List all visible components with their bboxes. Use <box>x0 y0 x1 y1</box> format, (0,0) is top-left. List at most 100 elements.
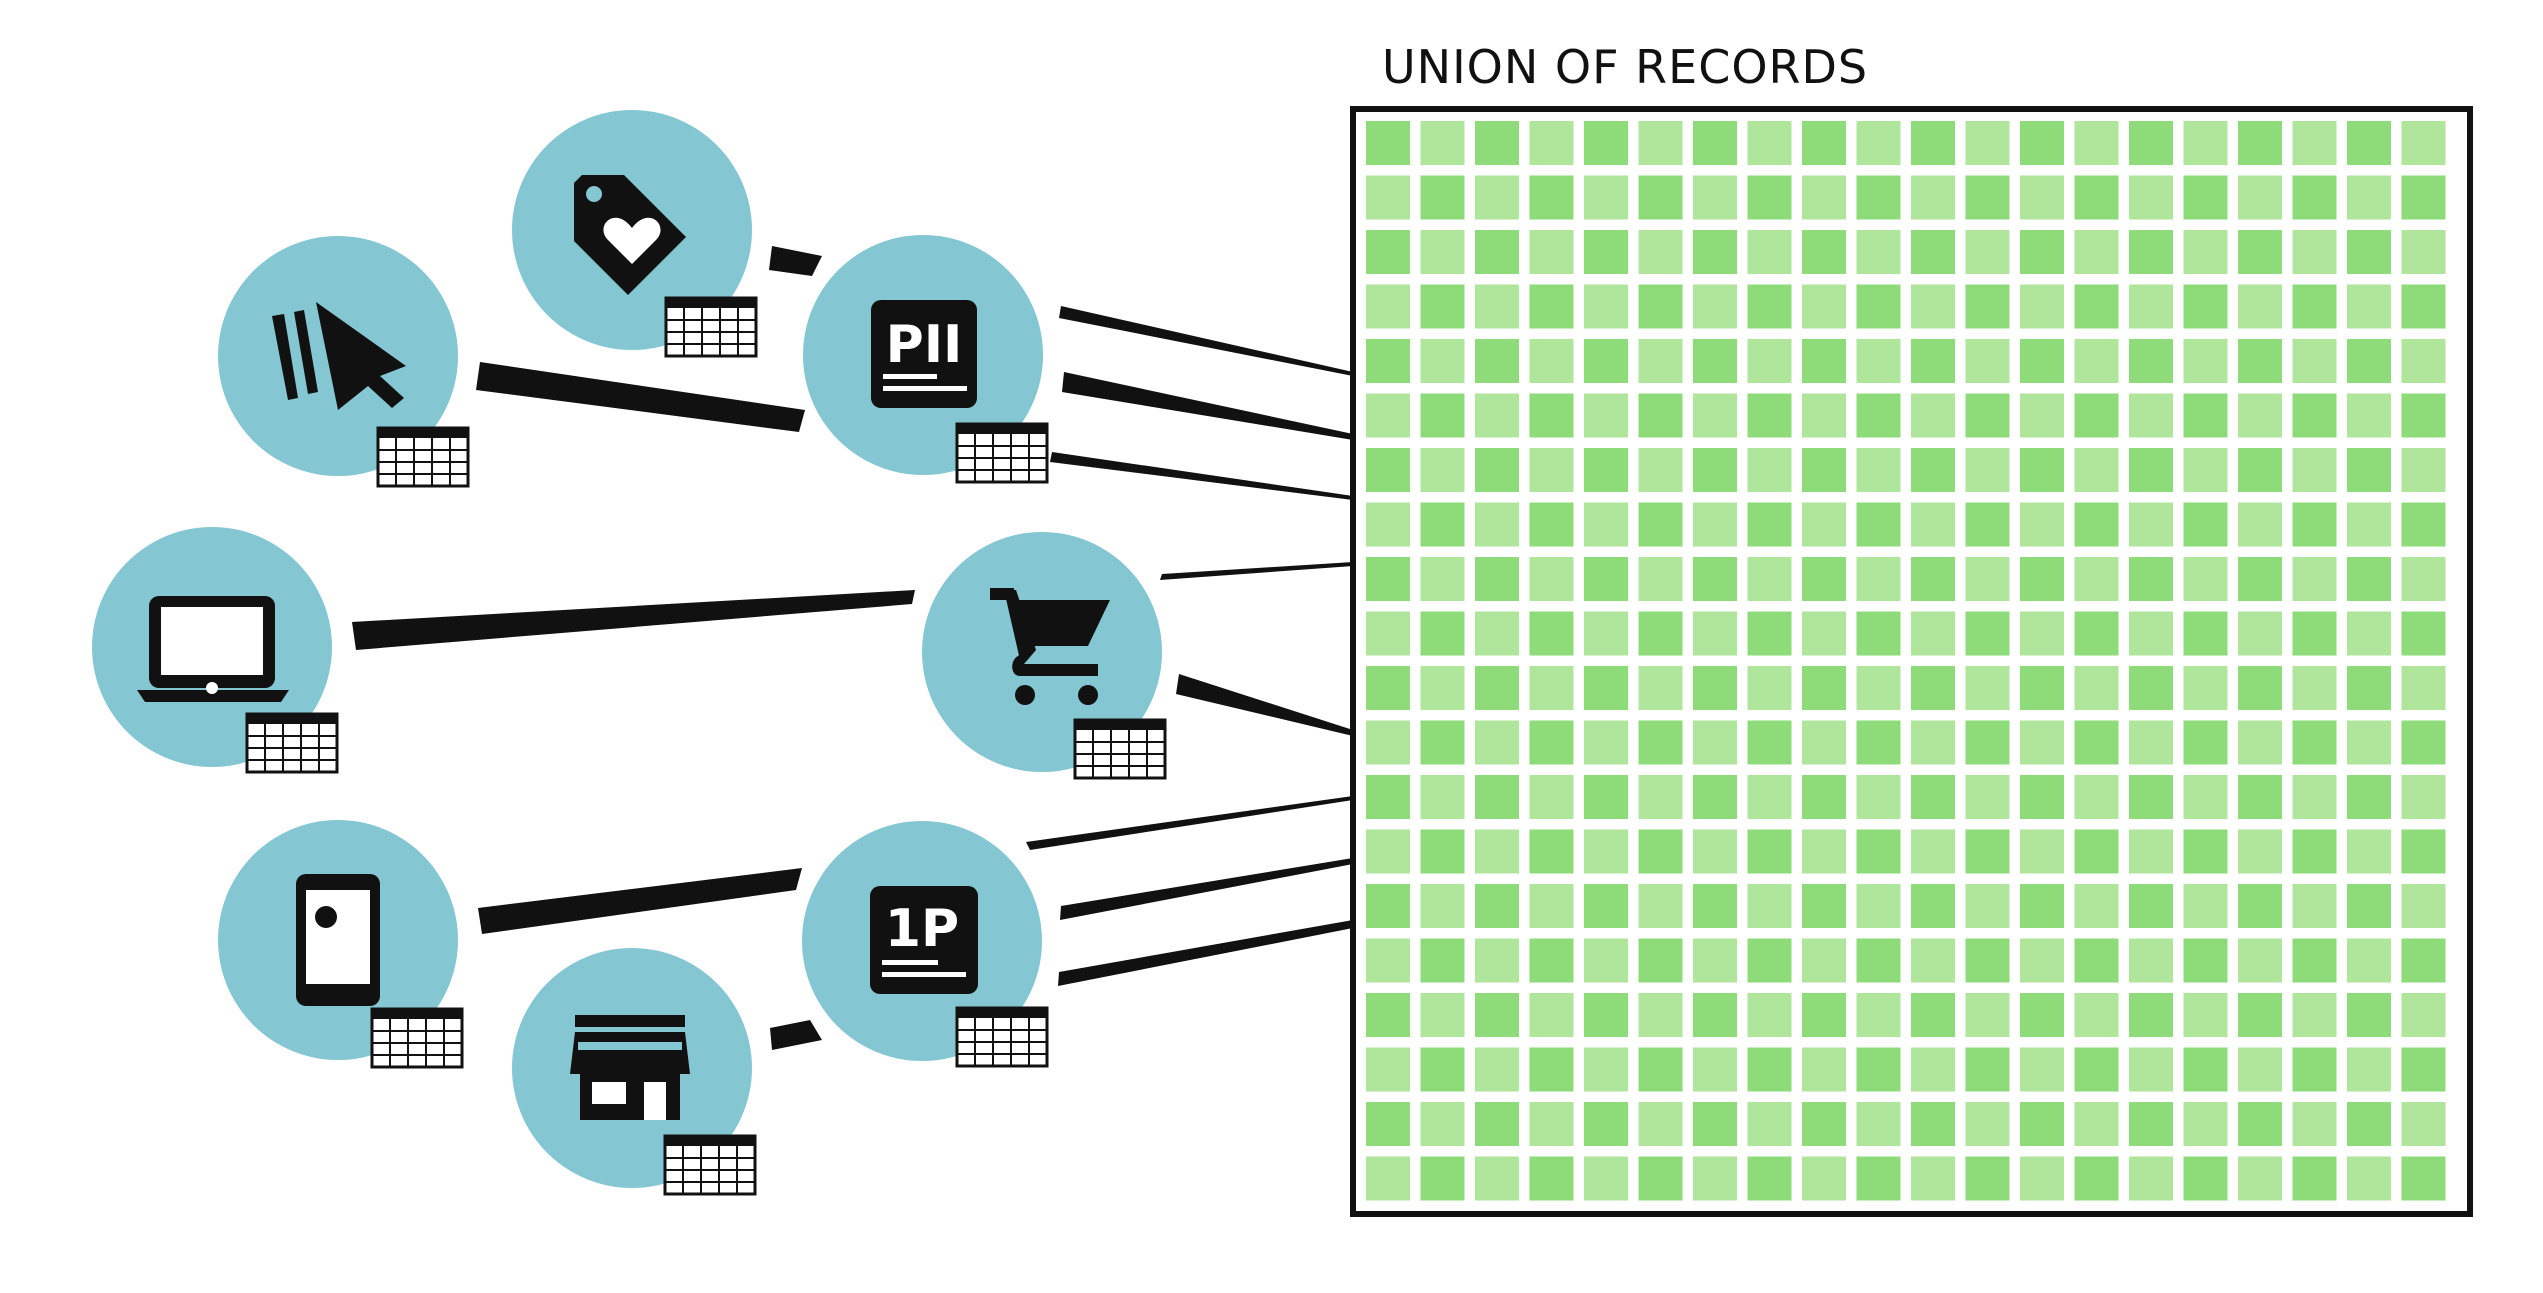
record-cell <box>2020 1156 2064 1201</box>
record-cell <box>2129 720 2173 765</box>
record-cell <box>1856 775 1901 819</box>
record-cell <box>1693 284 1737 329</box>
record-cell <box>2238 1047 2282 1092</box>
record-cell <box>1802 1047 1846 1092</box>
record-cell <box>2401 829 2446 874</box>
record-cell <box>1420 175 1465 220</box>
connector-pii-to-union-3 <box>1050 452 1353 500</box>
record-cell <box>1475 938 1519 983</box>
record-cell <box>1693 393 1737 438</box>
record-cell <box>1911 230 1955 274</box>
record-cell <box>2401 339 2446 383</box>
record-cell <box>1529 611 1574 656</box>
record-cell <box>2292 720 2337 765</box>
record-cell <box>2074 720 2119 765</box>
record-cell <box>1638 720 1683 765</box>
record-cell <box>2020 502 2064 547</box>
record-cell <box>1965 502 2010 547</box>
record-cell <box>2183 884 2228 928</box>
record-cell <box>1584 1156 1628 1201</box>
record-cell <box>2183 557 2228 601</box>
record-cell <box>1965 175 2010 220</box>
record-cell <box>1802 1102 1846 1146</box>
pii-badge-text: PII <box>886 315 963 375</box>
record-cell <box>1529 884 1574 928</box>
record-cell <box>2020 666 2064 710</box>
record-cell <box>2020 720 2064 765</box>
record-cell <box>2129 1102 2173 1146</box>
record-cell <box>1420 829 1465 874</box>
record-cell <box>1693 175 1737 220</box>
record-cell <box>1747 1047 1792 1092</box>
record-cell <box>2183 775 2228 819</box>
record-cell <box>2292 339 2337 383</box>
record-cell <box>1802 448 1846 492</box>
record-cell <box>1529 339 1574 383</box>
record-cell <box>2129 666 2173 710</box>
record-cell <box>2401 1102 2446 1146</box>
record-cell <box>1693 1156 1737 1201</box>
record-cell <box>1856 121 1901 165</box>
record-cell <box>1911 611 1955 656</box>
table-icon <box>663 1134 757 1196</box>
record-cell <box>2347 448 2391 492</box>
record-cell <box>2020 175 2064 220</box>
record-cell <box>1638 339 1683 383</box>
source-node-first-party: 1P <box>802 821 1049 1068</box>
record-cell <box>2347 339 2391 383</box>
record-cell <box>1802 611 1846 656</box>
record-cell <box>1911 720 1955 765</box>
record-cell <box>2129 557 2173 601</box>
record-cell <box>2238 720 2282 765</box>
record-cell <box>1856 829 1901 874</box>
record-cell <box>2401 1156 2446 1201</box>
record-cell <box>1965 829 2010 874</box>
record-cell <box>1529 284 1574 329</box>
record-cell <box>2401 557 2446 601</box>
record-cell <box>1693 611 1737 656</box>
record-cell <box>1856 884 1901 928</box>
record-cell <box>2020 339 2064 383</box>
record-cell <box>2074 938 2119 983</box>
record-cell <box>1747 720 1792 765</box>
record-cell <box>1911 993 1955 1037</box>
record-cell <box>1693 230 1737 274</box>
record-cell <box>2074 611 2119 656</box>
record-cell <box>1802 720 1846 765</box>
record-cell <box>2347 720 2391 765</box>
record-cell <box>2129 993 2173 1037</box>
record-cell <box>1802 339 1846 383</box>
record-cell <box>1856 1102 1901 1146</box>
record-cell <box>2401 666 2446 710</box>
record-cell <box>2238 557 2282 601</box>
record-cell <box>1638 611 1683 656</box>
record-cell <box>1420 502 1465 547</box>
record-cell <box>1911 1047 1955 1092</box>
first-party-badge-icon: 1P <box>870 886 978 994</box>
record-cell <box>1911 502 1955 547</box>
record-cell <box>1584 393 1628 438</box>
record-cell <box>1366 557 1410 601</box>
record-cell <box>1420 448 1465 492</box>
table-icon <box>664 296 758 358</box>
record-cell <box>1529 121 1574 165</box>
record-cell <box>2129 121 2173 165</box>
record-cell <box>1802 230 1846 274</box>
record-cell <box>1856 448 1901 492</box>
record-cell <box>1420 339 1465 383</box>
record-cell <box>1529 666 1574 710</box>
record-cell <box>2238 121 2282 165</box>
record-cell <box>2292 230 2337 274</box>
record-cell <box>1693 557 1737 601</box>
record-cell <box>2183 1102 2228 1146</box>
record-cell <box>1747 993 1792 1037</box>
record-cell <box>1366 611 1410 656</box>
record-cell <box>1747 611 1792 656</box>
record-cell <box>1747 938 1792 983</box>
record-cell <box>2183 502 2228 547</box>
record-cell <box>1529 1102 1574 1146</box>
record-cell <box>1802 938 1846 983</box>
record-cell <box>2074 393 2119 438</box>
record-cell <box>2401 938 2446 983</box>
